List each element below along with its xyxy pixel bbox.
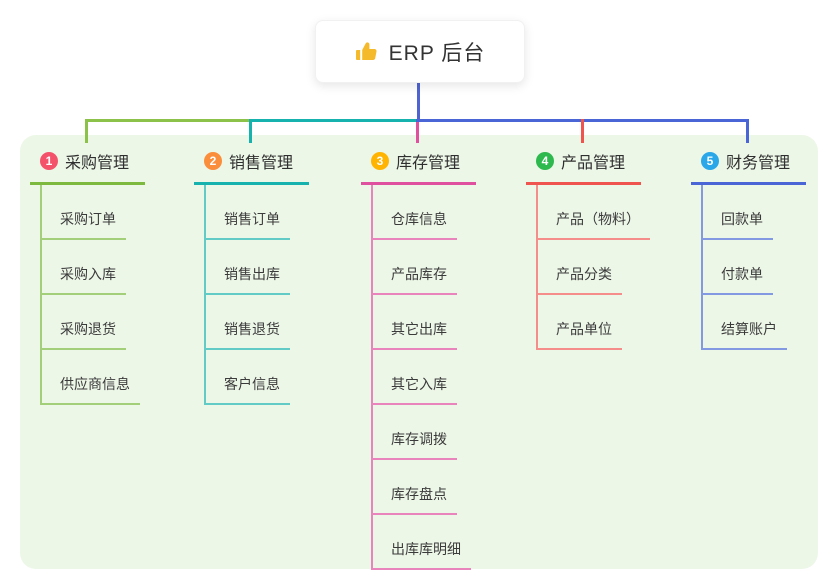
branch-3-items: 仓库信息 产品库存 其它出库 其它入库 库存调拨 库存盘点 出库库明细 [371, 185, 471, 570]
mindmap-node[interactable]: 销售出库 [206, 240, 290, 295]
branch-2-items: 销售订单 销售出库 销售退货 客户信息 [204, 185, 290, 405]
connector-drop-branch-1 [85, 119, 88, 143]
branch-title-label: 销售管理 [229, 155, 294, 172]
connector-drop-branch-3 [416, 122, 419, 143]
mindmap-node[interactable]: 供应商信息 [42, 350, 140, 405]
branch-4-items: 产品（物料） 产品分类 产品单位 [536, 185, 650, 350]
mindmap-node[interactable]: 产品分类 [538, 240, 622, 295]
branch-number-badge: 2 [204, 152, 222, 170]
branch-title-label: 财务管理 [726, 155, 791, 172]
mindmap-node[interactable]: 销售退货 [206, 295, 290, 350]
mindmap-node[interactable]: 结算账户 [703, 295, 787, 350]
mindmap-node[interactable]: 客户信息 [206, 350, 290, 405]
branch-purchase: 1 采购管理 采购订单 采购入库 采购退货 供应商信息 [30, 145, 146, 405]
mindmap-node[interactable]: 销售订单 [206, 185, 290, 240]
mindmap-node[interactable]: 回款单 [703, 185, 773, 240]
mindmap-node[interactable]: 付款单 [703, 240, 773, 295]
branch-sales: 2 销售管理 销售订单 销售出库 销售退货 客户信息 [194, 145, 310, 405]
branch-number-badge: 3 [371, 152, 389, 170]
root-title: ERP 后台 [388, 41, 486, 65]
connector-drop-branch-5 [746, 119, 749, 143]
mindmap-node[interactable]: 库存盘点 [373, 460, 457, 515]
branch-3-title-node[interactable]: 3 库存管理 [361, 145, 477, 185]
connector-horizontal-green [85, 119, 252, 122]
branch-title-label: 库存管理 [396, 155, 461, 172]
branch-title-label: 产品管理 [561, 155, 626, 172]
mindmap-node[interactable]: 产品（物料） [538, 185, 650, 240]
branch-5-items: 回款单 付款单 结算账户 [701, 185, 787, 350]
branch-title-label: 采购管理 [65, 155, 130, 172]
mindmap-node[interactable]: 产品单位 [538, 295, 622, 350]
branch-finance: 5 财务管理 回款单 付款单 结算账户 [691, 145, 807, 350]
mindmap-node[interactable]: 出库库明细 [373, 515, 471, 570]
mindmap-node[interactable]: 库存调拨 [373, 405, 457, 460]
branch-2-title-node[interactable]: 2 销售管理 [194, 145, 310, 185]
mindmap-node[interactable]: 其它出库 [373, 295, 457, 350]
branch-inventory: 3 库存管理 仓库信息 产品库存 其它出库 其它入库 库存调拨 库存盘点 出库库… [361, 145, 477, 570]
branch-4-title-node[interactable]: 4 产品管理 [526, 145, 642, 185]
thumbs-up-icon [355, 40, 379, 64]
connector-horizontal-teal [249, 119, 419, 122]
mindmap-node[interactable]: 其它入库 [373, 350, 457, 405]
root-node[interactable]: ERP 后台 [315, 20, 525, 83]
mindmap-node[interactable]: 产品库存 [373, 240, 457, 295]
branch-1-title-node[interactable]: 1 采购管理 [30, 145, 146, 185]
branch-number-badge: 5 [701, 152, 719, 170]
group-panel [20, 135, 818, 569]
branch-1-items: 采购订单 采购入库 采购退货 供应商信息 [40, 185, 140, 405]
mindmap-node[interactable]: 采购入库 [42, 240, 126, 295]
branch-5-title-node[interactable]: 5 财务管理 [691, 145, 807, 185]
mindmap-node[interactable]: 采购退货 [42, 295, 126, 350]
mindmap-node[interactable]: 仓库信息 [373, 185, 457, 240]
connector-drop-branch-4 [581, 119, 584, 143]
connector-trunk [417, 83, 420, 122]
branch-number-badge: 4 [536, 152, 554, 170]
branch-number-badge: 1 [40, 152, 58, 170]
connector-drop-branch-2 [249, 119, 252, 143]
branch-product: 4 产品管理 产品（物料） 产品分类 产品单位 [526, 145, 650, 350]
mindmap-node[interactable]: 采购订单 [42, 185, 126, 240]
